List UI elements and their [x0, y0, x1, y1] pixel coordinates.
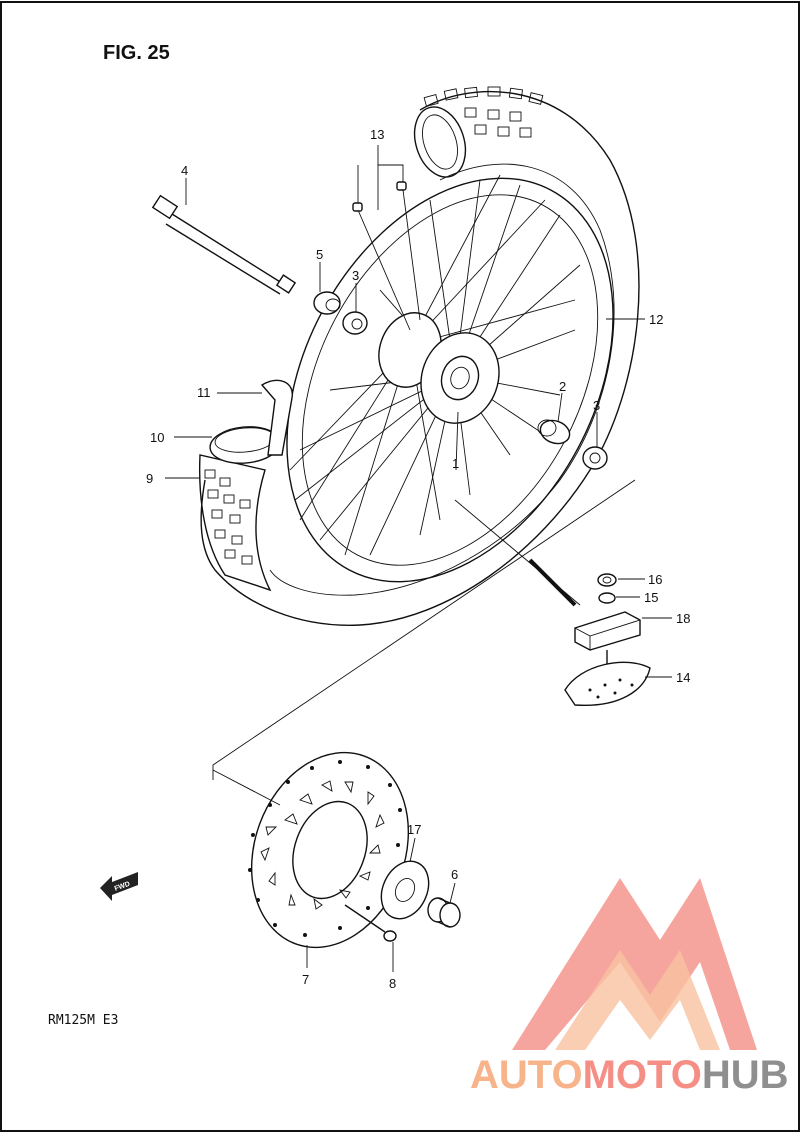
wheel-assembly [200, 86, 640, 626]
guide-line-upper [212, 479, 636, 780]
tire-outline [200, 90, 640, 626]
callout-1: 1 [452, 456, 459, 471]
callout-6: 6 [451, 867, 458, 882]
rim-lock-14 [564, 650, 651, 706]
callout-9: 9 [146, 471, 153, 486]
watermark-part2: MOTO [583, 1053, 702, 1097]
washer-15 [598, 592, 616, 604]
watermark-text: AUTOMOTOHUB [470, 1053, 789, 1097]
callout-14: 14 [676, 670, 690, 685]
disc-cover-17 [380, 860, 430, 920]
tread-blocks-top [423, 86, 544, 138]
callout-12: 12 [649, 312, 663, 327]
callout-17: 17 [407, 822, 421, 837]
tube-cross-section [422, 114, 458, 170]
callout-15: 15 [644, 590, 658, 605]
nut-16 [597, 573, 617, 587]
callout-3-right: 3 [593, 398, 600, 413]
tire-cross-section [413, 106, 467, 178]
rim-lock-pointer-heavy [528, 558, 577, 607]
axle-4 [151, 194, 297, 295]
callout-16: 16 [648, 572, 662, 587]
block-18 [574, 611, 641, 651]
model-code: RM125M E3 [48, 1013, 118, 1028]
automotohub-logo [512, 878, 757, 1050]
callout-5: 5 [316, 247, 323, 262]
fwd-arrow-icon: FWD [100, 872, 138, 901]
callout-10: 10 [150, 430, 164, 445]
hub-bearing-seat [440, 355, 480, 401]
watermark-part3: HUB [702, 1053, 789, 1097]
spacer-2 [537, 419, 571, 445]
tire-section-left [198, 379, 293, 592]
bearing-3-right [582, 446, 608, 470]
spacer-5 [313, 291, 341, 315]
callout-3-left: 3 [352, 268, 359, 283]
callout-11: 11 [197, 385, 211, 400]
tire-9-outline [198, 454, 272, 592]
watermark-part1: AUTO [470, 1053, 583, 1097]
figure-title: FIG. 25 [103, 42, 170, 64]
callout-13: 13 [370, 127, 384, 142]
bearing-3-left [342, 311, 368, 335]
rim-band-11 [260, 379, 293, 456]
tire-9-tread [204, 469, 253, 565]
collar-6 [427, 897, 461, 928]
spoke-nipples-13 [352, 181, 421, 331]
tire-inner-bead [269, 163, 615, 596]
bolt-8 [344, 904, 397, 942]
callout-2: 2 [559, 379, 566, 394]
hub-axle-bore [450, 366, 470, 390]
callout-8: 8 [389, 976, 396, 991]
guide-line-lower [212, 769, 281, 806]
callout-7: 7 [302, 972, 309, 987]
callout-18: 18 [676, 611, 690, 626]
brake-disc-7 [248, 751, 410, 949]
callout-4: 4 [181, 163, 188, 178]
leader-lines [165, 145, 672, 972]
